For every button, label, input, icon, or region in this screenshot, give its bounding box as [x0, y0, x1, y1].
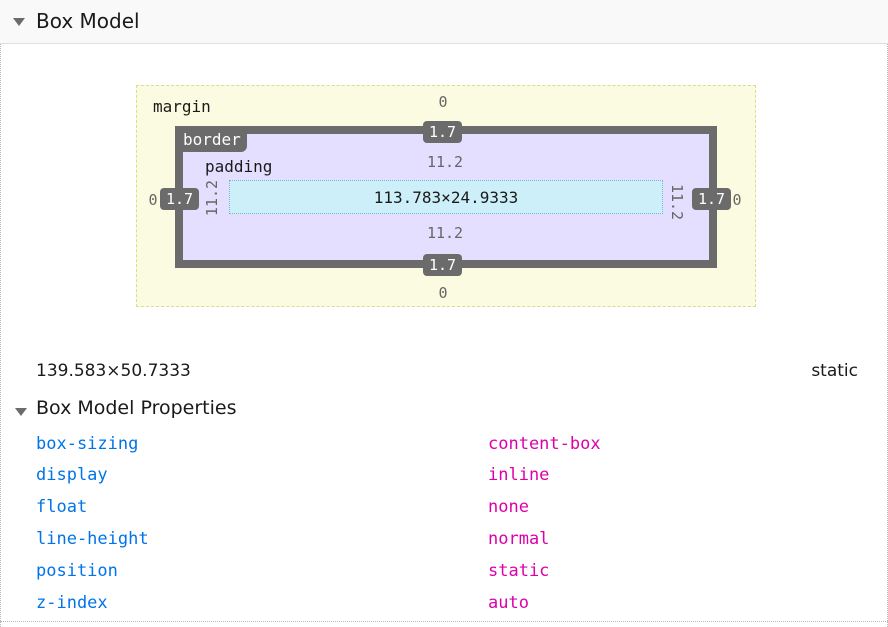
- border-left-value[interactable]: 1.7: [160, 188, 200, 210]
- property-value: normal: [488, 529, 550, 549]
- chevron-down-icon[interactable]: [13, 18, 25, 26]
- element-position: static: [811, 361, 858, 381]
- divider: [0, 621, 888, 622]
- property-value: content-box: [488, 434, 601, 454]
- property-row[interactable]: line-height normal: [0, 529, 888, 559]
- border-bottom-value[interactable]: 1.7: [423, 254, 463, 276]
- element-size: 139.583×50.7333: [36, 361, 191, 381]
- margin-top-value[interactable]: 0: [438, 93, 448, 111]
- property-name: line-height: [36, 529, 149, 549]
- padding-left-value[interactable]: 11.2: [203, 179, 221, 217]
- margin-right-value[interactable]: 0: [732, 191, 742, 209]
- border-right-value[interactable]: 1.7: [692, 188, 732, 210]
- margin-left-value[interactable]: 0: [148, 191, 158, 209]
- property-row[interactable]: display inline: [0, 465, 888, 495]
- property-value: inline: [488, 465, 550, 485]
- property-name: display: [36, 465, 108, 485]
- property-name: float: [36, 497, 88, 517]
- content-box[interactable]: 113.783×24.9333: [229, 180, 663, 214]
- property-name: z-index: [36, 593, 108, 613]
- property-name: position: [36, 561, 118, 581]
- margin-bottom-value[interactable]: 0: [438, 284, 448, 302]
- box-model-properties-header[interactable]: Box Model Properties: [0, 397, 888, 425]
- property-row[interactable]: z-index auto: [0, 593, 888, 623]
- property-name: box-sizing: [36, 434, 139, 454]
- property-row[interactable]: position static: [0, 561, 888, 591]
- property-value: static: [488, 561, 550, 581]
- properties-title: Box Model Properties: [36, 397, 237, 419]
- margin-label: margin: [153, 97, 211, 116]
- content-size[interactable]: 113.783×24.9333: [373, 187, 519, 207]
- padding-bottom-value[interactable]: 11.2: [426, 224, 464, 242]
- padding-right-value[interactable]: 11.2: [668, 183, 686, 221]
- box-model-header[interactable]: Box Model: [0, 0, 888, 44]
- property-value: auto: [488, 593, 529, 613]
- border-label: border: [177, 128, 247, 152]
- chevron-down-icon[interactable]: [15, 408, 27, 416]
- section-title: Box Model: [36, 9, 140, 33]
- property-row[interactable]: box-sizing content-box: [0, 434, 888, 464]
- property-row[interactable]: float none: [0, 497, 888, 527]
- padding-label: padding: [205, 157, 273, 176]
- border-top-value[interactable]: 1.7: [423, 121, 463, 143]
- property-value: none: [488, 497, 529, 517]
- padding-top-value[interactable]: 11.2: [426, 153, 464, 171]
